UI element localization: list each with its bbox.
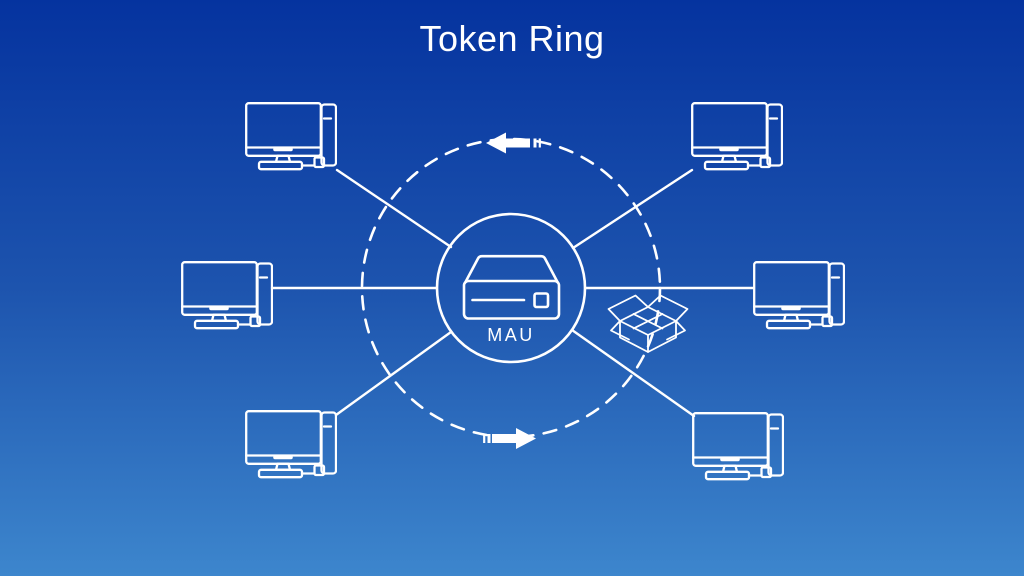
workstation-icon-middle-right xyxy=(753,261,845,331)
connection-line-bottom-left xyxy=(334,330,453,417)
hub-label: MAU xyxy=(487,325,535,345)
connection-lines xyxy=(270,168,755,418)
open-box-packet-icon xyxy=(607,294,689,353)
connection-line-bottom-right xyxy=(570,328,696,418)
workstation-icon-bottom-left xyxy=(245,410,337,480)
workstation-icon-middle-left xyxy=(181,261,273,331)
hub-circle xyxy=(435,212,587,364)
connection-line-top-right xyxy=(571,168,694,250)
workstation-icon-top-left xyxy=(245,102,337,171)
arrow-left-icon xyxy=(486,132,541,154)
workstation-icon-bottom-right xyxy=(692,412,784,482)
arrow-right-icon xyxy=(483,428,536,449)
mau-hub-device-icon xyxy=(462,254,561,320)
slide-title: Token Ring xyxy=(419,18,605,59)
connection-line-top-left xyxy=(335,168,453,249)
workstation-icon-top-right xyxy=(691,102,783,171)
token-direction-arrows xyxy=(483,132,541,449)
